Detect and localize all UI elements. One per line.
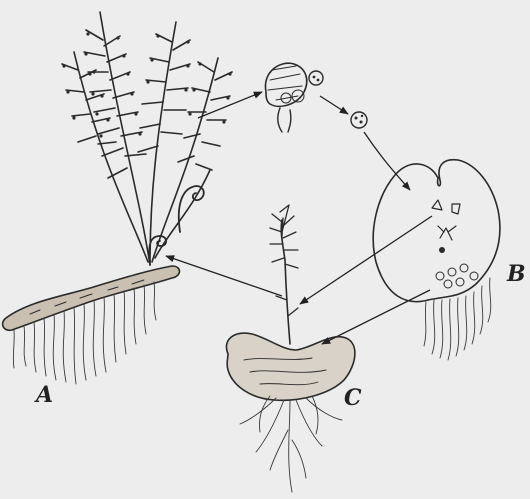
label-c: C — [344, 385, 362, 411]
arrow-spore-to-prothallium — [364, 132, 410, 190]
sporophyte-roots — [240, 396, 342, 492]
sporangium — [265, 63, 306, 132]
arrow-young-plant-to-fern — [166, 256, 282, 296]
spore-released — [309, 71, 323, 85]
label-a: A — [34, 382, 53, 408]
fern-fronds — [62, 12, 232, 265]
arrow-prothallium-to-young-plant — [322, 290, 430, 344]
mature-fern-plant — [3, 12, 232, 384]
spore — [351, 112, 367, 128]
label-b: B — [506, 261, 526, 287]
rhizome — [3, 266, 180, 330]
sori-dots — [62, 32, 231, 137]
prothallium — [373, 160, 500, 302]
arrow-spore-to-spore — [320, 96, 348, 114]
young-sporophyte — [270, 205, 298, 344]
